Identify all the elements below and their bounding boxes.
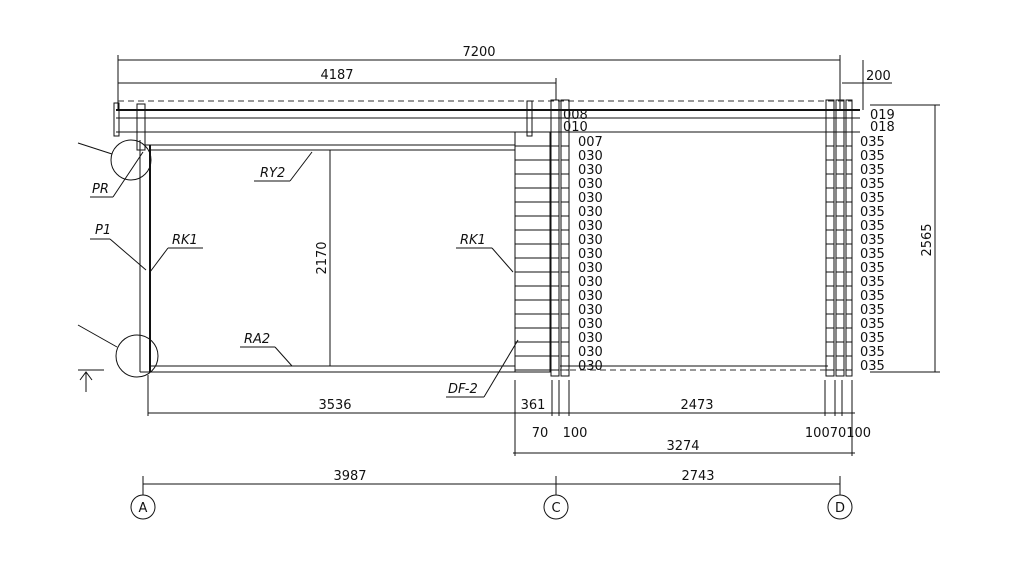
log-code: 035 (860, 261, 885, 276)
section-arrow-icon (79, 371, 93, 381)
log-code: 007 (578, 135, 603, 150)
log-code: 030 (578, 345, 603, 360)
log-code: 035 (860, 317, 885, 332)
label-p1: P1 (95, 223, 111, 238)
dimension-left-section: 4187 (118, 68, 557, 100)
log-code: 035 (860, 275, 885, 290)
log-code: 008 (563, 108, 588, 123)
label-ry2: RY2 (260, 166, 285, 181)
log-code: 030 (578, 163, 603, 178)
label-rk1-left: RK1 (172, 233, 198, 248)
log-column (550, 99, 560, 377)
dimension-overhang: 200 (842, 60, 892, 110)
log-code: 035 (860, 303, 885, 318)
log-code: 030 (578, 303, 603, 318)
dim-4187: 4187 (320, 68, 353, 83)
log-code: 035 (860, 233, 885, 248)
dim-70: 70 (532, 426, 549, 441)
label-ra2: RA2 (244, 332, 270, 347)
grid-bubble-a (130, 494, 156, 520)
dim-200: 200 (866, 69, 891, 84)
dim-361: 361 (521, 398, 546, 413)
log-code: 035 (860, 177, 885, 192)
log-code: 035 (860, 331, 885, 346)
roof-beams (113, 100, 860, 151)
log-codes: 0080100070300300300300300300300300300300… (563, 108, 895, 374)
right-room (560, 131, 828, 371)
grid-label-d: D (835, 501, 845, 516)
grid-bubble-d (827, 494, 853, 520)
log-column (825, 99, 835, 377)
log-code: 035 (860, 219, 885, 234)
log-code: 030 (578, 275, 603, 290)
log-code: 035 (860, 345, 885, 360)
dim-10070100: 10070100 (805, 426, 871, 441)
dim-100: 100 (563, 426, 588, 441)
dim-2473: 2473 (680, 398, 713, 413)
left-room: 2170 (77, 139, 516, 392)
log-columns (550, 99, 853, 377)
log-code: 030 (578, 261, 603, 276)
grid-axes: 3987 2743 A C D (130, 469, 853, 520)
stair-strip (514, 131, 551, 373)
log-code: 030 (578, 149, 603, 164)
dim-2565: 2565 (920, 223, 935, 256)
log-code: 035 (860, 135, 885, 150)
log-column (835, 99, 845, 377)
log-code: 030 (578, 317, 603, 332)
log-code: 035 (860, 205, 885, 220)
log-code: 018 (870, 120, 895, 135)
grid-bubble-c (543, 494, 569, 520)
dim-3987: 3987 (333, 469, 366, 484)
log-code: 030 (578, 289, 603, 304)
log-code: 030 (578, 247, 603, 262)
log-code: 030 (578, 205, 603, 220)
grid-label-c: C (551, 501, 560, 516)
log-code: 030 (578, 191, 603, 206)
dimension-bottom: 3536 361 2473 70 100 10070100 3274 (147, 375, 871, 456)
log-code: 035 (860, 247, 885, 262)
dim-7200: 7200 (462, 45, 495, 60)
dim-3274: 3274 (666, 439, 699, 454)
label-df2: DF-2 (448, 382, 478, 397)
log-code: 019 (870, 108, 895, 123)
log-code: 030 (578, 233, 603, 248)
log-code: 030 (578, 177, 603, 192)
label-pr: PR (92, 182, 109, 197)
log-column (845, 99, 853, 377)
dimension-overall: 7200 (117, 45, 841, 110)
grid-label-a: A (139, 501, 148, 516)
log-code: 030 (578, 331, 603, 346)
log-code: 035 (860, 289, 885, 304)
dim-2170: 2170 (315, 241, 330, 274)
log-code: 030 (578, 359, 603, 374)
log-code: 010 (563, 120, 588, 135)
dimension-height: 2565 (870, 104, 940, 373)
label-rk1-right: RK1 (460, 233, 486, 248)
callouts: PR P1 RY2 RK1 RK1 RA2 DF-2 (90, 151, 519, 398)
log-code: 035 (860, 359, 885, 374)
log-code: 035 (860, 163, 885, 178)
log-code: 035 (860, 149, 885, 164)
log-column (560, 99, 570, 377)
log-code: 035 (860, 191, 885, 206)
dim-2743: 2743 (681, 469, 714, 484)
dim-3536: 3536 (318, 398, 351, 413)
log-code: 030 (578, 219, 603, 234)
